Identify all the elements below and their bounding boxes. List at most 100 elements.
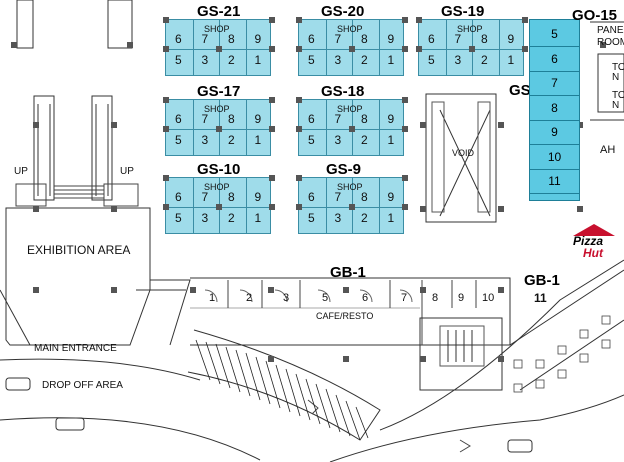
column xyxy=(469,45,475,52)
shop-unit[interactable]: 1 xyxy=(254,133,262,147)
shop-unit[interactable]: 9 xyxy=(254,112,262,126)
shop-unit[interactable]: 6 xyxy=(428,32,435,46)
gs8-unit[interactable]: 8 xyxy=(530,96,579,121)
column xyxy=(163,97,169,103)
shop-unit[interactable]: 3 xyxy=(334,211,342,225)
shop-unit[interactable]: 8 xyxy=(228,112,235,126)
shop-unit[interactable]: 8 xyxy=(361,32,368,46)
shop-unit[interactable]: 8 xyxy=(361,190,368,204)
shop-unit[interactable]: 1 xyxy=(254,211,262,225)
shop-unit[interactable]: 7 xyxy=(201,190,209,204)
gb1-unit[interactable]: 9 xyxy=(458,292,465,304)
shop-unit[interactable]: 5 xyxy=(308,133,315,147)
shop-unit[interactable]: 7 xyxy=(334,112,342,126)
gb1-unit[interactable]: 3 xyxy=(283,292,290,304)
shop-unit[interactable]: 9 xyxy=(254,32,262,46)
gb1-unit[interactable]: 7 xyxy=(401,292,408,304)
column xyxy=(577,206,583,212)
shop-unit[interactable]: 8 xyxy=(228,190,235,204)
shop-unit[interactable]: 6 xyxy=(175,190,182,204)
gb1-unit[interactable]: 10 xyxy=(482,292,495,304)
shop-unit[interactable]: 3 xyxy=(201,211,209,225)
gb1-unit[interactable]: 1 xyxy=(209,292,216,304)
shop-unit[interactable]: 7 xyxy=(201,32,209,46)
shop-unit[interactable]: 6 xyxy=(308,190,315,204)
column xyxy=(296,45,302,52)
drop-off-area-label: DROP OFF AREA xyxy=(42,380,123,391)
shop-unit[interactable]: 9 xyxy=(387,112,395,126)
shop-unit[interactable]: 7 xyxy=(201,112,209,126)
shop-unit[interactable]: 9 xyxy=(387,32,395,46)
shop-unit[interactable]: 6 xyxy=(308,112,315,126)
shop-unit[interactable]: 2 xyxy=(361,53,368,67)
gs8-unit[interactable]: 9 xyxy=(530,120,579,145)
shop-unit[interactable]: 2 xyxy=(481,53,488,67)
shop-unit[interactable]: 1 xyxy=(387,133,395,147)
column xyxy=(296,175,302,181)
shop-unit[interactable]: 7 xyxy=(334,32,342,46)
shop-unit[interactable]: 6 xyxy=(175,32,182,46)
gs8-unit[interactable]: 5 xyxy=(530,22,579,47)
shop-unit[interactable]: 7 xyxy=(454,32,462,46)
column xyxy=(127,42,133,48)
shop-unit[interactable]: 1 xyxy=(387,53,395,67)
shop-unit[interactable]: 9 xyxy=(254,190,262,204)
column xyxy=(498,356,504,362)
gb1-unit[interactable]: 6 xyxy=(362,292,369,304)
shop-unit[interactable]: 5 xyxy=(308,53,315,67)
shop-unit[interactable]: 3 xyxy=(201,53,209,67)
shop-unit[interactable]: 2 xyxy=(228,53,235,67)
shop-unit[interactable]: 7 xyxy=(334,190,342,204)
grid-line xyxy=(245,100,247,155)
void-label: VOID xyxy=(452,148,475,158)
column xyxy=(420,206,426,212)
block-label-gs18: GS-18 xyxy=(321,83,365,100)
gs8-unit[interactable]: 10 xyxy=(530,145,579,170)
shop-unit[interactable]: 9 xyxy=(387,190,395,204)
column xyxy=(111,287,117,293)
shop-unit[interactable]: 5 xyxy=(308,211,315,225)
shop-unit[interactable]: 5 xyxy=(175,53,182,67)
shop-unit[interactable]: 1 xyxy=(507,53,515,67)
column xyxy=(349,125,355,132)
grid-line xyxy=(498,20,500,75)
exhibition-outline xyxy=(5,207,151,346)
shop-unit[interactable]: 3 xyxy=(334,53,342,67)
shop-unit[interactable]: 3 xyxy=(201,133,209,147)
shop-unit[interactable]: 8 xyxy=(481,32,488,46)
shop-unit[interactable]: 6 xyxy=(308,32,315,46)
shop-unit[interactable]: 5 xyxy=(428,53,435,67)
shop-unit[interactable]: 2 xyxy=(228,211,235,225)
shop-unit[interactable]: 1 xyxy=(387,211,395,225)
shop-unit[interactable]: 5 xyxy=(175,133,182,147)
main-entrance-label: MAIN ENTRANCE xyxy=(34,343,117,354)
gs8-unit[interactable]: 7 xyxy=(530,71,579,96)
shop-unit[interactable]: 8 xyxy=(228,32,235,46)
shop-unit[interactable]: 3 xyxy=(334,133,342,147)
gb1-unit[interactable]: 5 xyxy=(322,292,329,304)
shop-unit[interactable]: 2 xyxy=(361,211,368,225)
shop-unit[interactable]: 5 xyxy=(175,211,182,225)
shop-unit[interactable]: 1 xyxy=(254,53,262,67)
shop-unit[interactable]: 2 xyxy=(361,133,368,147)
gs8-unit[interactable]: 6 xyxy=(530,47,579,72)
column xyxy=(163,175,169,181)
gs8-unit[interactable]: 11 xyxy=(530,169,579,194)
gb1-unit[interactable]: 2 xyxy=(246,292,253,304)
gb1-unit-11[interactable]: 11 xyxy=(534,291,547,305)
shop-unit[interactable]: 8 xyxy=(361,112,368,126)
shop-unit[interactable]: 6 xyxy=(175,112,182,126)
column xyxy=(402,97,408,103)
shop-unit[interactable]: 9 xyxy=(507,32,515,46)
gb1-unit[interactable]: 8 xyxy=(432,292,439,304)
shop-unit[interactable]: 3 xyxy=(454,53,462,67)
shop-unit[interactable]: 2 xyxy=(228,133,235,147)
